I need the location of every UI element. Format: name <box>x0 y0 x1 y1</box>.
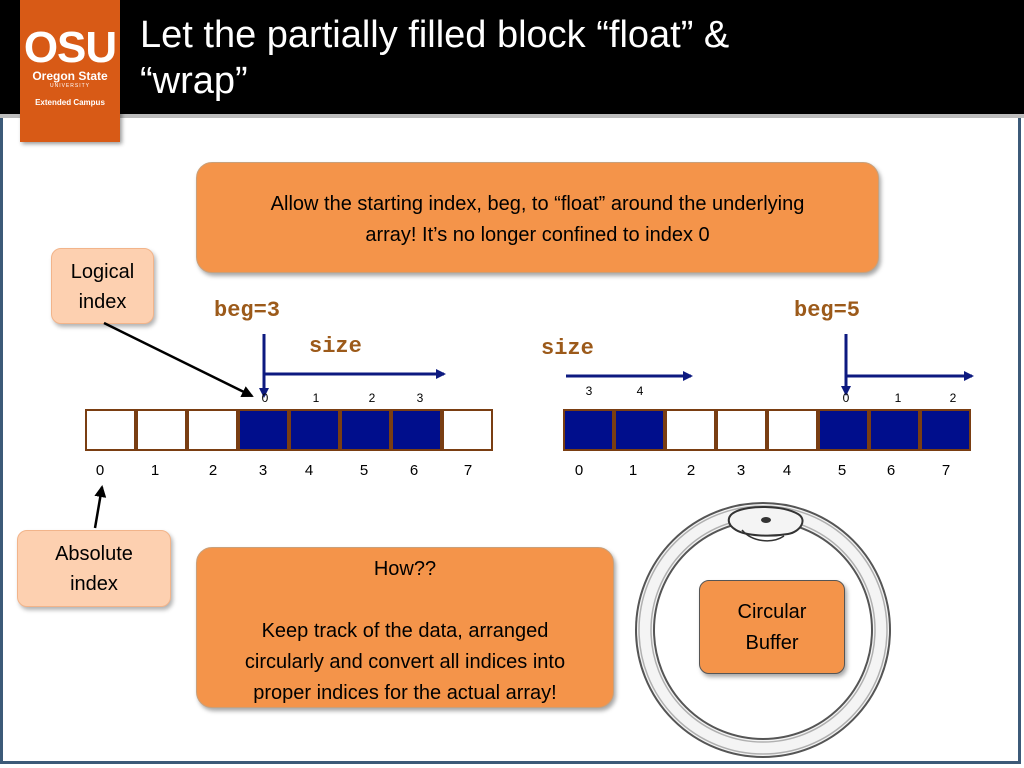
right-cell-1 <box>614 409 665 451</box>
right-abs-index: 5 <box>837 462 847 479</box>
right-beg-label: beg=5 <box>794 298 861 323</box>
right-abs-index: 1 <box>628 462 638 479</box>
header-divider <box>0 114 1024 118</box>
right-abs-index: 0 <box>574 462 584 479</box>
left-cell-4 <box>289 409 340 451</box>
logo-osu-text: OSU <box>23 23 117 72</box>
how-line-2: Keep track of the data, arranged <box>261 620 549 642</box>
osu-logo: OSU Oregon State UNIVERSITY Extended Cam… <box>20 0 120 142</box>
right-cell-2 <box>665 409 716 451</box>
right-cell-0 <box>563 409 614 451</box>
logo-university: UNIVERSITY <box>49 83 90 89</box>
left-abs-index: 7 <box>463 462 473 479</box>
left-abs-index: 0 <box>95 462 105 479</box>
how-callout: How?? Keep track of the data, arranged c… <box>196 547 614 708</box>
left-abs-index: 6 <box>409 462 419 479</box>
left-cell-3 <box>238 409 289 451</box>
how-line-4: proper indices for the actual array! <box>253 682 557 704</box>
circular-buffer-line-2: Buffer <box>745 632 799 654</box>
left-abs-index: 2 <box>208 462 218 479</box>
left-cell-0 <box>85 409 136 451</box>
logical-index-line-2: index <box>78 291 127 313</box>
absolute-index-line-2: index <box>70 573 118 595</box>
right-logical-index: 0 <box>842 391 850 405</box>
how-line-1: How?? <box>373 558 437 580</box>
right-logical-index: 3 <box>585 384 593 398</box>
left-cell-1 <box>136 409 187 451</box>
circular-buffer-line-1: Circular <box>737 601 807 623</box>
slide-frame <box>0 118 1021 764</box>
left-logical-index: 3 <box>416 391 424 405</box>
left-size-label: size <box>309 334 362 359</box>
absolute-index-pointer <box>93 485 107 529</box>
right-logical-index: 1 <box>894 391 902 405</box>
left-abs-index: 4 <box>304 462 314 479</box>
left-abs-index: 3 <box>258 462 268 479</box>
left-logical-index: 2 <box>368 391 376 405</box>
logical-index-callout: Logical index <box>51 248 154 324</box>
float-explanation-line-1: Allow the starting index, beg, to “float… <box>270 193 805 215</box>
right-abs-index: 2 <box>686 462 696 479</box>
right-size-label: size <box>541 336 594 361</box>
left-abs-index: 1 <box>150 462 160 479</box>
how-line-3: circularly and convert all indices into <box>244 651 566 673</box>
left-beg-label: beg=3 <box>214 298 281 323</box>
float-explanation-callout: Allow the starting index, beg, to “float… <box>196 162 879 273</box>
left-cell-5 <box>340 409 391 451</box>
right-logical-index: 2 <box>949 391 957 405</box>
ouroboros-snake-icon <box>635 502 891 758</box>
right-cell-3 <box>716 409 767 451</box>
right-cell-6 <box>869 409 920 451</box>
float-explanation-line-2: array! It’s no longer confined to index … <box>365 224 710 246</box>
right-abs-index: 7 <box>941 462 951 479</box>
absolute-index-line-1: Absolute <box>55 543 133 565</box>
left-cell-7 <box>442 409 493 451</box>
title-line-2: “wrap” <box>140 60 248 102</box>
right-cell-7 <box>920 409 971 451</box>
left-logical-index: 0 <box>261 391 269 405</box>
right-cell-5 <box>818 409 869 451</box>
absolute-index-callout: Absolute index <box>17 530 171 607</box>
logo-extended-campus: Extended Campus <box>35 98 105 107</box>
circular-buffer-callout: Circular Buffer <box>699 580 845 674</box>
logical-index-pointer <box>103 321 254 398</box>
left-abs-index: 5 <box>359 462 369 479</box>
left-cell-2 <box>187 409 238 451</box>
slide-title: Let the partially filled block “float” &… <box>140 12 1000 104</box>
right-abs-index: 4 <box>782 462 792 479</box>
right-logical-index: 4 <box>636 384 644 398</box>
slide-header <box>0 0 1024 114</box>
left-cell-6 <box>391 409 442 451</box>
left-logical-index: 1 <box>312 391 320 405</box>
title-line-1: Let the partially filled block “float” & <box>140 14 730 56</box>
logical-index-line-1: Logical <box>70 261 135 283</box>
right-abs-index: 3 <box>736 462 746 479</box>
logo-oregon-state: Oregon State <box>32 69 108 83</box>
right-cell-4 <box>767 409 818 451</box>
right-abs-index: 6 <box>886 462 896 479</box>
